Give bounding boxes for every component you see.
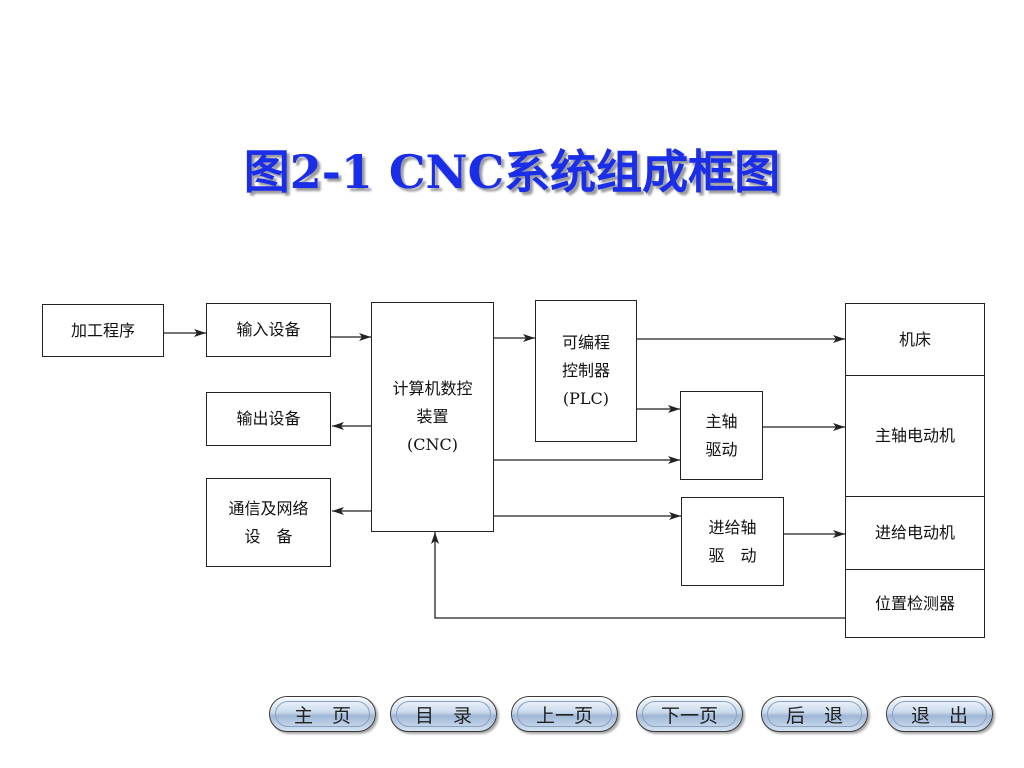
- home-button[interactable]: 主 页: [269, 696, 376, 732]
- previous-page-button[interactable]: 上一页: [511, 696, 618, 732]
- next-page-button-label: 下一页: [660, 704, 718, 727]
- block-cnc-unit: 计算机数控 装置 (CNC): [371, 302, 494, 532]
- contents-button[interactable]: 目 录: [390, 696, 497, 732]
- block-machine-tool: 机床: [845, 303, 985, 376]
- block-input-device: 输入设备: [206, 303, 331, 357]
- block-spindle-motor: 主轴电动机: [845, 375, 985, 497]
- exit-button-label: 退 出: [910, 704, 968, 727]
- block-output-device: 输出设备: [206, 392, 331, 446]
- next-page-button[interactable]: 下一页: [636, 696, 743, 732]
- block-plc: 可编程 控制器 (PLC): [535, 300, 637, 442]
- arrow-position-feedback: [431, 532, 845, 619]
- block-feed-motor: 进给电动机: [845, 496, 985, 570]
- block-feed-axis-drive: 进给轴 驱 动: [681, 497, 784, 586]
- block-position-detector: 位置检测器: [845, 569, 985, 638]
- home-button-label: 主 页: [293, 704, 351, 727]
- back-button-label: 后 退: [785, 704, 843, 727]
- block-communication-network: 通信及网络 设 备: [206, 478, 331, 567]
- block-processing-program: 加工程序: [42, 304, 164, 357]
- block-spindle-drive: 主轴 驱动: [680, 391, 763, 480]
- previous-page-button-label: 上一页: [535, 704, 593, 727]
- page-title: 图2-1 CNC系统组成框图: [243, 145, 781, 199]
- exit-button[interactable]: 退 出: [886, 696, 993, 732]
- contents-button-label: 目 录: [414, 704, 472, 727]
- back-button[interactable]: 后 退: [761, 696, 868, 732]
